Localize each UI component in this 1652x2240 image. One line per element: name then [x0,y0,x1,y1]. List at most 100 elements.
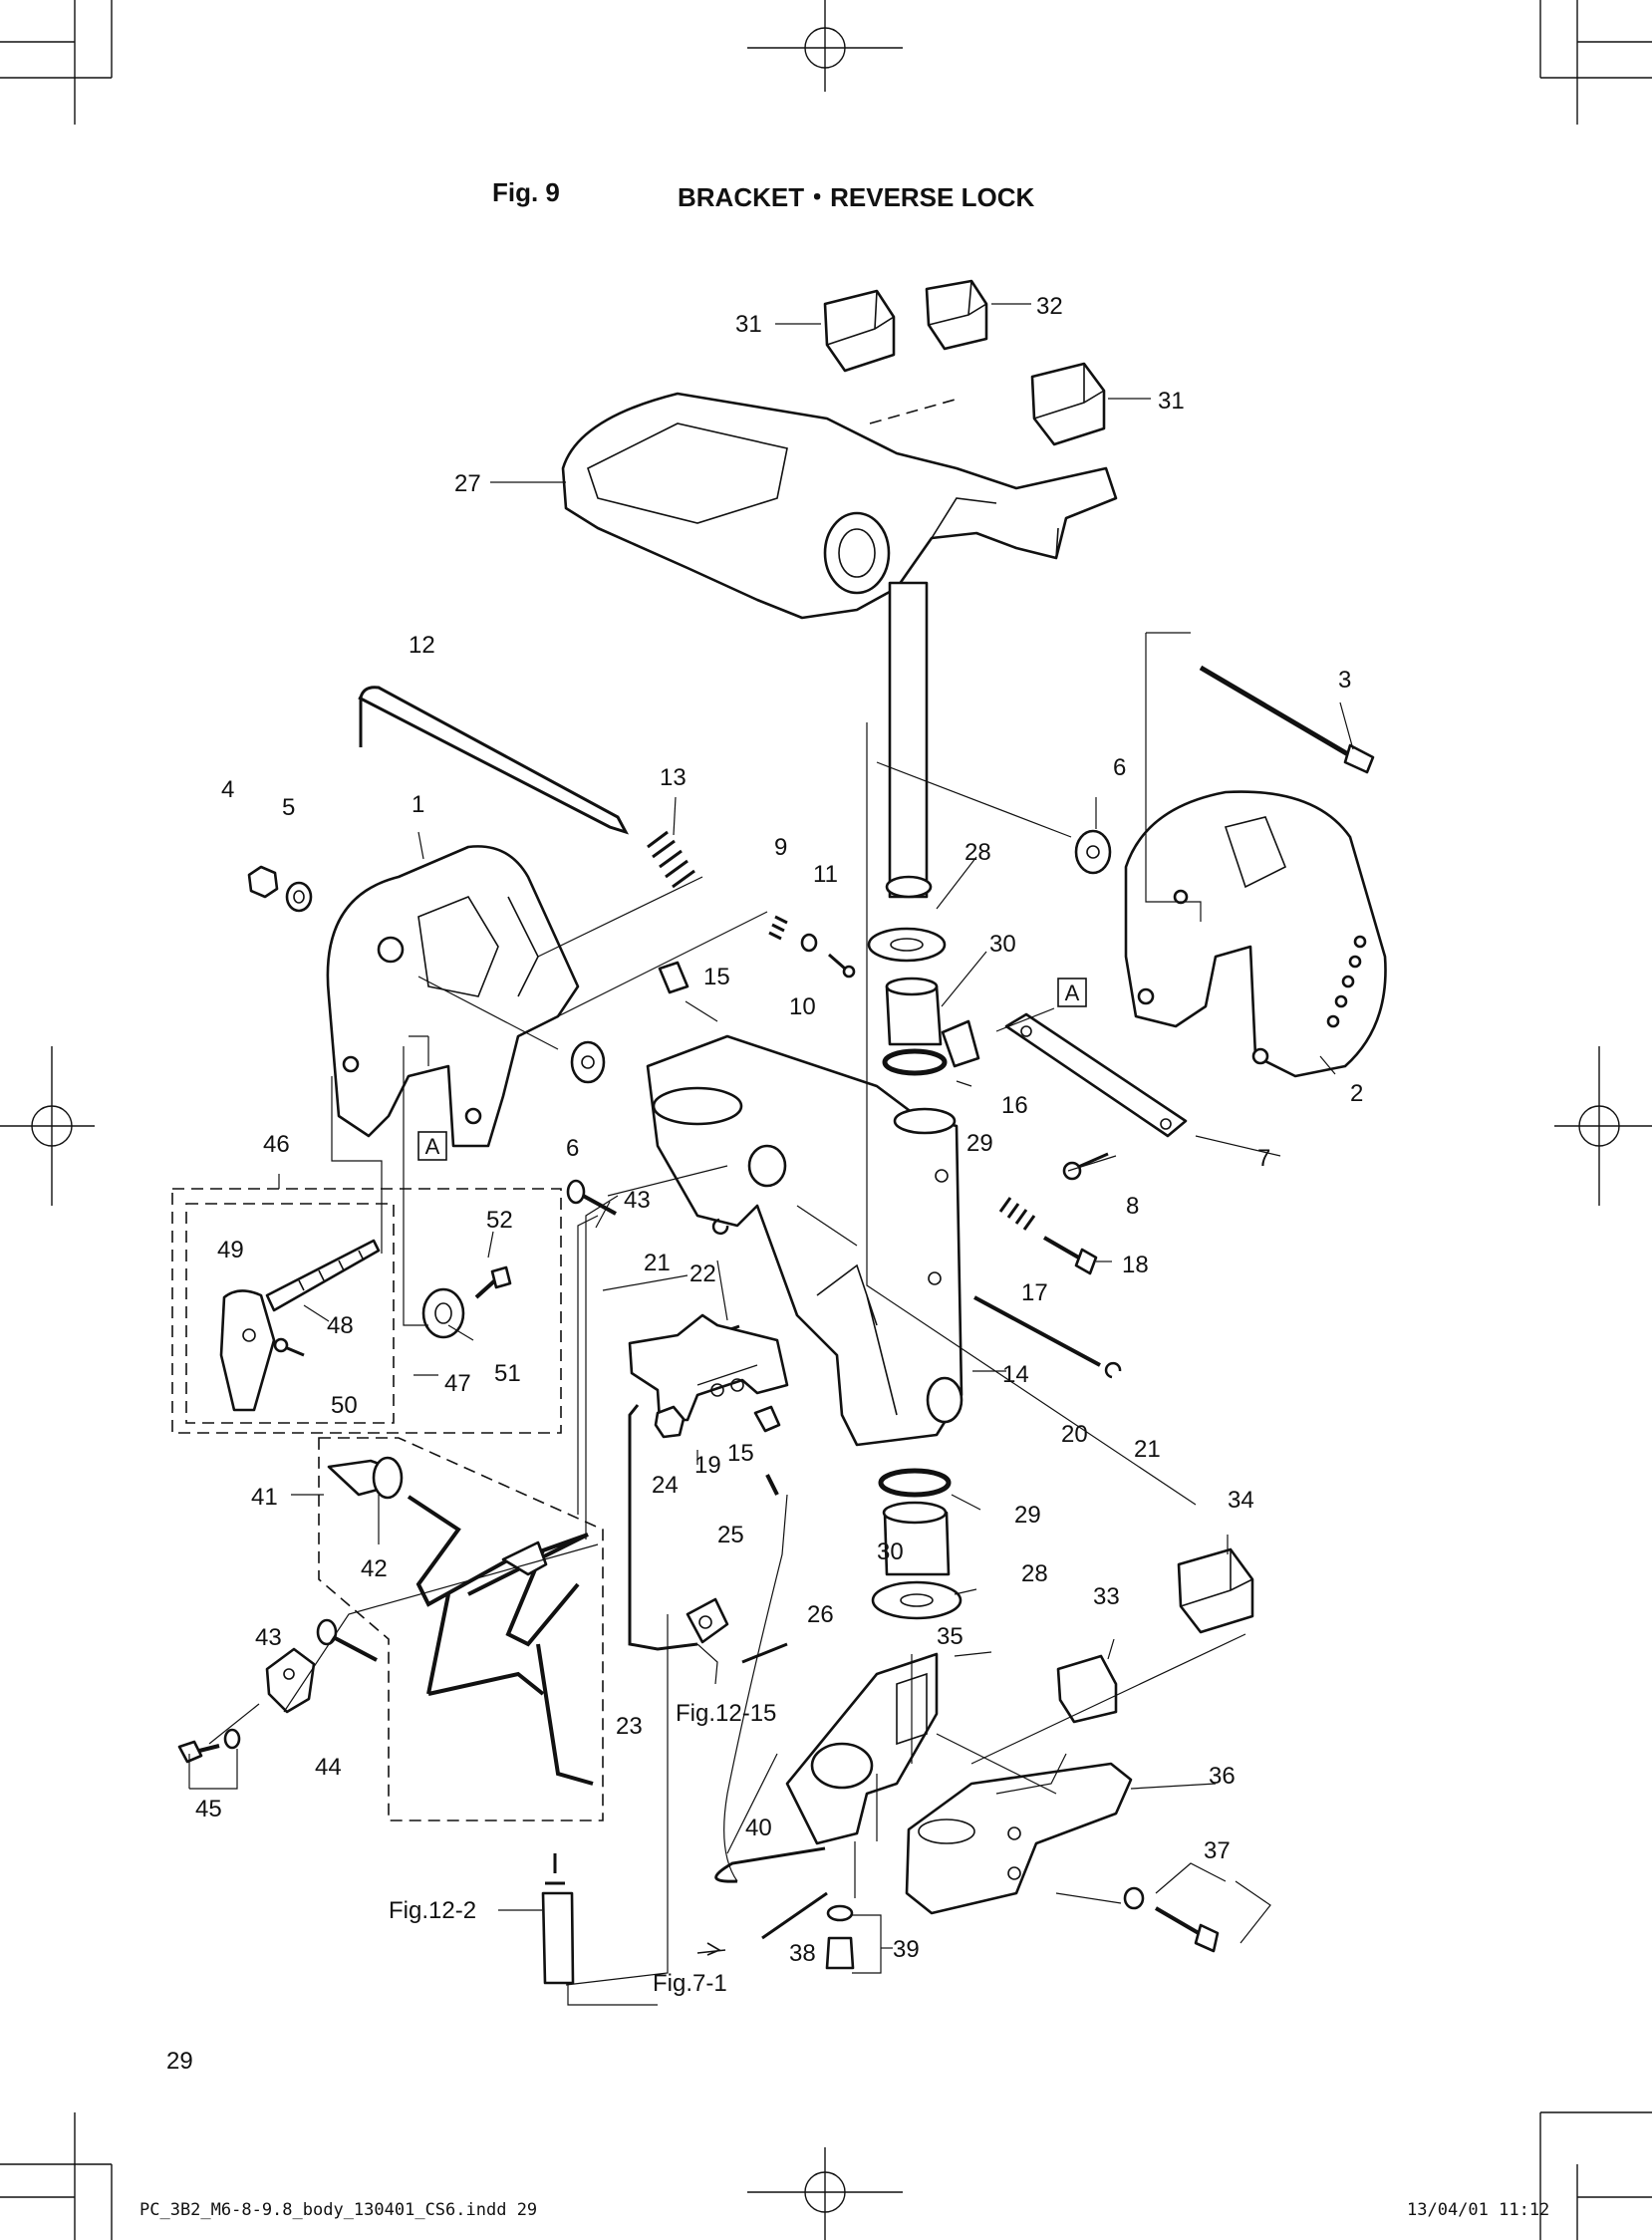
callout: 34 [1228,1487,1254,1514]
callout: 29 [966,1130,993,1157]
part-21-clip-right [1104,1361,1122,1379]
callout: 28 [964,839,991,866]
callout: 28 [1021,1560,1048,1587]
part-pin-fig12-2 [541,1853,575,1985]
figure-title: BRACKET・REVERSE LOCK [678,182,1035,212]
callout: 30 [989,931,1016,958]
reference-fig12-2: Fig.12-2 [389,1897,476,1924]
callout: 52 [486,1207,513,1234]
callout-leaders [188,303,1354,1974]
callout: 31 [735,311,762,338]
callout: 6 [566,1135,579,1162]
part-5-washer [285,881,313,913]
callout: 9 [774,834,787,861]
callout: 42 [361,1555,388,1582]
callout-labels: 1 2 3 4 5 6 6 7 8 9 10 11 12 13 14 15 15… [195,293,1363,1967]
part-30-bushing-lower [882,1501,951,1576]
callout: 40 [745,1815,772,1841]
callout: 15 [703,964,730,990]
callout: 36 [1209,1763,1236,1790]
part-36-stopper-block [905,1762,1133,1915]
callout: 48 [327,1312,354,1339]
part-1-clamp-bracket-left [326,845,580,1148]
part-29-o-ring-lower [878,1468,952,1498]
group-box-41 [318,1437,604,1821]
part-43-pin-upper [566,1179,617,1216]
reference-fig7-1: Fig.7-1 [653,1970,727,1997]
part-40-ground-wire [714,1846,826,1883]
part-51-knob [421,1287,465,1339]
part-24-nut [654,1405,686,1439]
callout: 41 [251,1484,278,1511]
part-18-bolt [1042,1236,1098,1275]
part-20-pin [973,1295,1101,1367]
part-49-lock-plate [219,1289,276,1412]
callout: 49 [217,1237,244,1263]
part-2-clamp-bracket-right [1124,790,1387,1078]
callout: 33 [1093,1583,1120,1610]
guide-lines [208,632,1246,2006]
callout: 38 [789,1940,816,1967]
callout: 7 [1257,1145,1270,1172]
part-28-washer-lower [871,1580,963,1620]
part-4-nut [247,865,279,899]
callout: 29 [1014,1502,1041,1529]
figure-number: Fig. 9 [492,177,560,207]
part-35-stopper [785,1652,939,1845]
callout: 21 [1134,1436,1161,1463]
callout: 30 [877,1539,904,1565]
part-8-screw [1062,1152,1109,1181]
callout: 16 [1001,1092,1028,1119]
callout: 10 [789,993,816,1020]
callout: 8 [1126,1193,1139,1220]
part-29-o-ring-upper [882,1048,948,1076]
part-33-block [1056,1654,1118,1724]
part-15-grease-nipple-lower [753,1405,781,1433]
part-43-pin-lower [316,1618,378,1662]
callout: 32 [1036,293,1063,320]
reference-fig12-15: Fig.12-15 [676,1700,776,1727]
callout: 23 [616,1713,643,1740]
arrow-fig7-1 [696,1942,726,1956]
callout: 22 [689,1260,716,1287]
part-10-screw [828,953,856,979]
callout: 31 [1158,388,1185,415]
part-12-rod [358,686,630,835]
callout: 13 [660,764,687,791]
part-19-reverse-lock-lever [628,1313,789,1422]
part-41-lever-rod [407,1495,594,1786]
callout: 14 [1002,1361,1029,1388]
callout: 19 [694,1452,721,1479]
part-26-pin [741,1642,788,1664]
callout: 1 [412,791,424,818]
part-15-grease-nipple-upper [658,961,689,994]
callout: 20 [1061,1421,1088,1448]
part-31-block-right [1030,362,1106,446]
footer-timestamp: 13/04/01 11:12 [1407,2200,1550,2220]
callout: 26 [807,1601,834,1628]
callout: 2 [1350,1080,1363,1107]
part-25-joint [686,1597,729,1644]
part-14-steering-shaft [885,581,933,899]
part-16-pad [941,1019,980,1068]
callout: 46 [263,1131,290,1158]
part-21-clip-left [711,1218,729,1236]
part-13-spring [647,830,695,889]
callout: 51 [494,1360,521,1387]
part-6-washer-left [570,1040,606,1084]
guide-line [869,398,960,424]
part-32-block [925,279,988,351]
part-31-block-left [823,289,896,373]
callout: 39 [893,1936,920,1963]
callout: 11 [813,861,838,888]
box-marker-a-left: A [417,1131,447,1161]
part-42-knob [327,1456,404,1500]
wire-path [723,1494,788,1882]
part-28-washer-upper [867,927,947,963]
svg-text:A: A [425,1134,440,1159]
footer-file-info: PC_3B2_M6-8-9.8_body_130401_CS6.indd 29 [139,2200,538,2220]
callout: 37 [1204,1837,1231,1864]
part-39-bolt-washer [825,1904,855,1970]
